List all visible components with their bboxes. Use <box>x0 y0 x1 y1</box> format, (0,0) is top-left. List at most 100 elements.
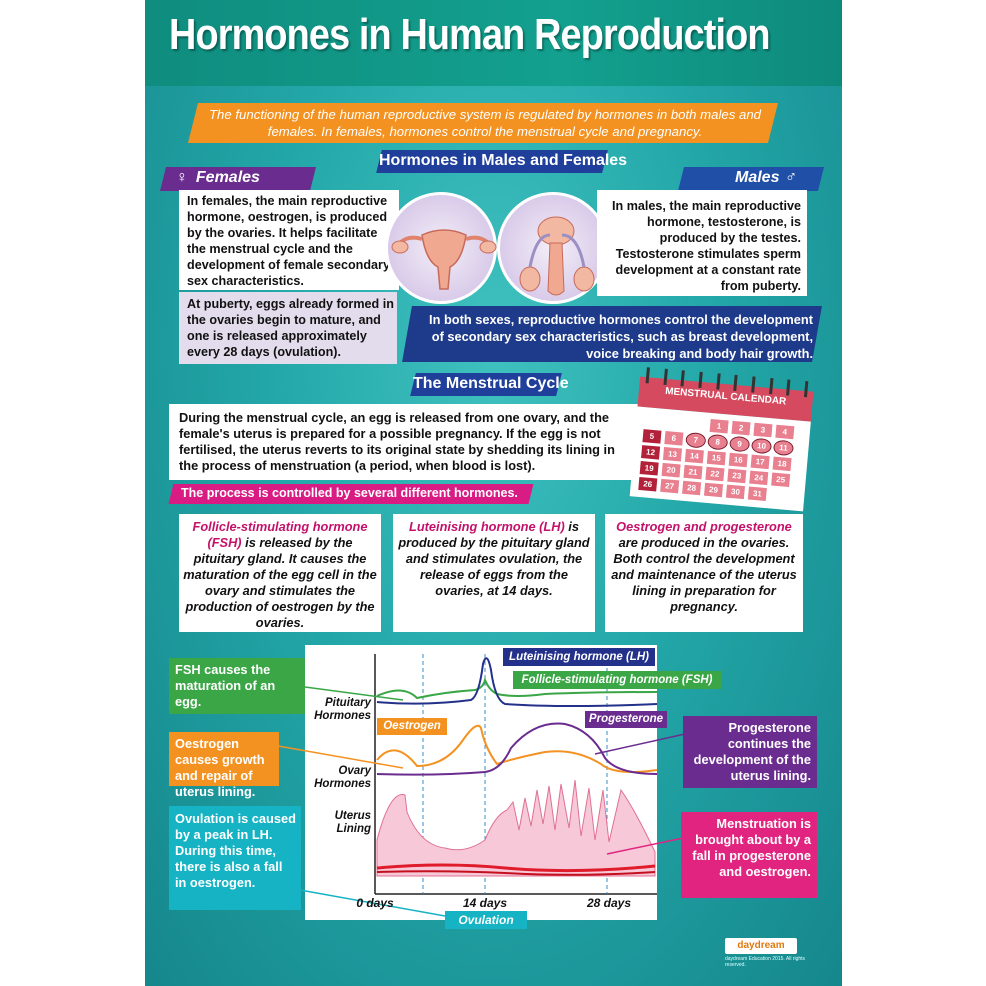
section-heading-hormones: Hormones in Males and Females <box>379 152 628 169</box>
oestrogen-progesterone-text: Oestrogen and progesterone are produced … <box>609 519 799 615</box>
puberty-box <box>179 292 397 364</box>
ovulation-callout: Ovulation is caused by a peak in LH. Dur… <box>175 811 296 890</box>
males-text: In males, the main reproductive hormone,… <box>612 199 801 293</box>
fsh-callout-box <box>169 658 305 714</box>
ovulation-connector <box>299 889 446 917</box>
calendar-day: 29 <box>703 482 724 498</box>
row-label-ovary: Ovary Hormones <box>314 765 371 790</box>
oestrogen-connector <box>277 745 404 769</box>
calendar-day: 18 <box>772 456 792 472</box>
male-anatomy-circle <box>497 192 609 304</box>
intro-text: The functioning of the human reproductiv… <box>209 107 761 139</box>
fsh-label: Follicle-stimulating hormone (FSH) <box>513 671 721 689</box>
fsh-callout: FSH causes the maturation of an egg. <box>175 662 276 709</box>
calendar-day: 5 <box>642 429 662 444</box>
calendar-day: 25 <box>771 472 791 488</box>
x-tick-0: 0 days <box>356 896 394 910</box>
calendar-day: 24 <box>749 470 769 486</box>
lh-curve <box>376 657 658 707</box>
calendar-day: 12 <box>641 445 661 460</box>
daydream-logo: daydream <box>725 938 797 954</box>
x-tick-14: 14 days <box>462 896 508 910</box>
calendar-day: 6 <box>664 431 684 446</box>
females-label-text: Females <box>195 169 260 186</box>
calendar-day: 2 <box>731 420 751 436</box>
calendar-day: 15 <box>706 450 726 466</box>
fsh-curve <box>376 676 658 700</box>
fsh-name: Follicle-stimulating hormone (FSH) <box>192 519 368 550</box>
female-symbol-icon: ♀ <box>175 169 187 186</box>
calendar-day: 4 <box>775 424 795 440</box>
cycle-text: During the menstrual cycle, an egg is re… <box>179 410 615 473</box>
progesterone-curve <box>376 722 658 776</box>
progesterone-label: Progesterone <box>585 711 667 728</box>
calendar-day: 31 <box>747 486 767 502</box>
calendar-day: 22 <box>705 466 725 482</box>
uterus-icon <box>391 229 497 290</box>
menstruation-callout-box <box>681 812 817 898</box>
calendar-day: 27 <box>660 478 680 494</box>
uterus-lining-shape <box>376 779 656 877</box>
oestrogen-callout-box <box>169 732 279 786</box>
oestrogen-callout: Oestrogen causes growth and repair of ut… <box>175 736 265 799</box>
row-label-pituitary: Pituitary Hormones <box>314 697 371 722</box>
title-bar <box>145 0 842 86</box>
lh-desc: is produced by the pituitary gland and s… <box>398 519 590 598</box>
calendar-day: 26 <box>638 476 658 492</box>
oestrogen-curve <box>376 724 658 773</box>
x-tick-28: 28 days <box>586 896 632 910</box>
copyright-text: daydream Education 2015. All rights rese… <box>725 956 806 968</box>
ovulation-callout-box <box>169 806 301 910</box>
ovulation-label: Ovulation <box>445 911 527 929</box>
lh-text: Luteinising hormone (LH) is produced by … <box>397 519 591 599</box>
oestrogen-label: Oestrogen <box>377 718 447 735</box>
lh-name: Luteinising hormone (LH) <box>409 519 565 534</box>
lh-box <box>393 514 595 632</box>
lh-label: Luteinising hormone (LH) <box>503 648 655 666</box>
menstruation-callout: Menstruation is brought about by a fall … <box>692 816 811 879</box>
fsh-desc: is released by the pituitary gland. It c… <box>183 535 377 630</box>
males-label: Males ♂ <box>735 169 796 187</box>
fsh-text: Follicle-stimulating hormone (FSH) is re… <box>183 519 377 631</box>
calendar-day: 16 <box>728 452 748 468</box>
fsh-box <box>179 514 381 632</box>
section-heading-cycle: The Menstrual Cycle <box>413 375 569 392</box>
calendar-day: 23 <box>727 468 747 484</box>
both-sexes-text: In both sexes, reproductive hormones con… <box>429 312 813 361</box>
op-desc: are produced in the ovaries. Both contro… <box>611 535 797 614</box>
poster: Hormones in Human Reproduction The funct… <box>145 0 842 986</box>
calendar-day: 30 <box>725 484 745 500</box>
progesterone-connector <box>594 733 686 755</box>
calendar-day: 3 <box>753 422 773 438</box>
blood-vessel-line <box>376 863 656 873</box>
row-label-uterus: Uterus Lining <box>334 810 371 835</box>
females-box <box>179 190 399 290</box>
puberty-text: At puberty, eggs already formed in the o… <box>187 297 394 359</box>
calendar-day: 14 <box>684 448 704 464</box>
male-reproductive-icon <box>519 216 595 296</box>
calendar-day: 20 <box>661 462 681 478</box>
calendar-day: 19 <box>639 461 659 476</box>
menstruation-connector <box>606 837 684 855</box>
page-title: Hormones in Human Reproduction <box>169 10 771 59</box>
progesterone-callout-box <box>683 716 817 788</box>
calendar-day: 21 <box>683 464 703 480</box>
progesterone-callout: Progesterone continues the development o… <box>693 720 811 783</box>
calendar-day: 28 <box>682 480 702 496</box>
females-label: ♀ Females <box>175 169 260 187</box>
calendar-day: 1 <box>709 418 729 434</box>
process-text: The process is controlled by several dif… <box>181 486 518 500</box>
cycle-box <box>169 404 641 480</box>
males-label-text: Males <box>735 169 780 186</box>
op-name: Oestrogen and progesterone <box>616 519 792 534</box>
hormone-chart <box>277 654 686 917</box>
calendar-day: 13 <box>662 446 683 462</box>
calendar-day: 17 <box>750 454 770 470</box>
male-symbol-icon: ♂ <box>783 169 796 186</box>
female-anatomy-circle <box>385 192 497 304</box>
males-box <box>597 190 807 296</box>
females-text: In females, the main reproductive hormon… <box>187 194 390 288</box>
oestrogen-progesterone-box <box>605 514 803 632</box>
fsh-connector <box>304 686 404 701</box>
